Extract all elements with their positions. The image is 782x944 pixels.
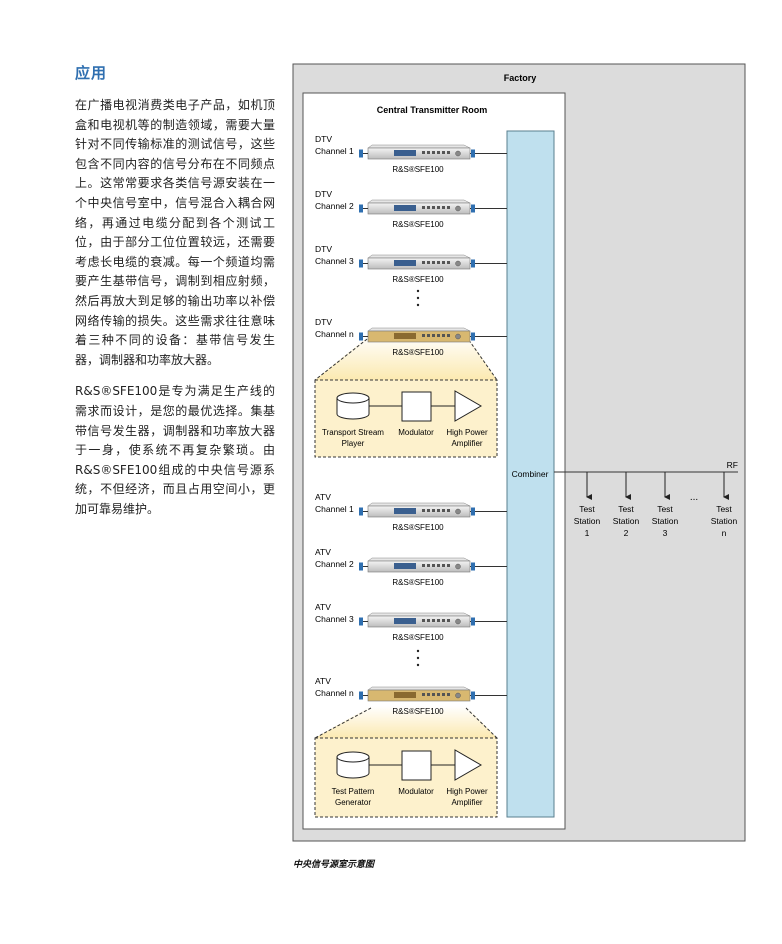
- svg-text:R&S®SFE100: R&S®SFE100: [392, 220, 444, 229]
- dtv-chain: Transport Stream Player Modulator High P…: [322, 390, 488, 448]
- svg-text:R&S®SFE100: R&S®SFE100: [392, 633, 444, 642]
- atv-channel-3: ATV Channel 3 R&S®SFE100: [315, 602, 507, 642]
- svg-text:DTV: DTV: [315, 189, 332, 199]
- svg-text:R&S®SFE100: R&S®SFE100: [392, 165, 444, 174]
- svg-text:3: 3: [663, 528, 668, 538]
- factory-label: Factory: [504, 73, 537, 83]
- svg-text:Test: Test: [716, 504, 732, 514]
- svg-text:DTV: DTV: [315, 134, 332, 144]
- svg-text:Amplifier: Amplifier: [451, 439, 482, 448]
- svg-text:1: 1: [585, 528, 590, 538]
- sfe100-device-icon: [359, 254, 507, 270]
- svg-text:Channel 1: Channel 1: [315, 504, 354, 514]
- atv-vertical-ellipsis: [416, 649, 420, 667]
- sfe100-device-icon: [359, 502, 507, 518]
- svg-text:Channel 3: Channel 3: [315, 256, 354, 266]
- sfe100-device-icon: [359, 144, 507, 160]
- atv-channel-n: ATV Channel n R&S®SFE100: [315, 676, 507, 716]
- rf-label: RF: [727, 460, 738, 470]
- combiner-label: Combiner: [512, 469, 549, 479]
- svg-text:Generator: Generator: [335, 798, 371, 807]
- svg-text:Test: Test: [579, 504, 595, 514]
- paragraph-product: R&S®SFE100是专为满足生产线的需求而设计，是您的最优选择。集基带信号发生…: [75, 384, 275, 516]
- svg-text:Modulator: Modulator: [398, 787, 434, 796]
- atv-channel-2: ATV Channel 2 R&S®SFE100: [315, 547, 507, 587]
- svg-text:Test: Test: [618, 504, 634, 514]
- svg-text:High Power: High Power: [446, 428, 488, 437]
- dtv-channel-1: DTV Channel 1 R&S®SFE100: [315, 134, 507, 174]
- svg-text:ATV: ATV: [315, 547, 331, 557]
- svg-text:ATV: ATV: [315, 676, 331, 686]
- svg-text:R&S®SFE100: R&S®SFE100: [392, 348, 444, 357]
- atv-channel-1: ATV Channel 1 R&S®SFE100: [315, 492, 507, 532]
- atv-channels: ATV Channel 1 R&S®SFE100 ATV Channel 2 R…: [315, 492, 507, 716]
- svg-text:Channel n: Channel n: [315, 329, 354, 339]
- svg-text:R&S®SFE100: R&S®SFE100: [392, 275, 444, 284]
- svg-text:Station: Station: [613, 516, 640, 526]
- svg-text:DTV: DTV: [315, 317, 332, 327]
- stations-ellipsis: ...: [690, 492, 698, 503]
- svg-text:Channel 3: Channel 3: [315, 614, 354, 624]
- figure-caption: 中央信号源室示意图: [293, 860, 375, 870]
- svg-text:R&S®SFE100: R&S®SFE100: [392, 523, 444, 532]
- svg-text:DTV: DTV: [315, 244, 332, 254]
- test-station-2: Test Station 2: [613, 472, 640, 538]
- sfe100-device-icon: [359, 199, 507, 215]
- dtv-channel-3: DTV Channel 3 R&S®SFE100: [315, 244, 507, 284]
- svg-text:Modulator: Modulator: [398, 428, 434, 437]
- dtv-channel-n: DTV Channel n R&S®SFE100: [315, 317, 507, 357]
- test-station-n: Test Station n: [711, 472, 738, 538]
- sfe100-device-icon: [359, 327, 507, 343]
- transport-stream-player: [336, 392, 370, 420]
- atv-chain: Test Pattern Generator Modulator High Po…: [332, 749, 488, 807]
- svg-text:Station: Station: [711, 516, 738, 526]
- svg-text:2: 2: [624, 528, 629, 538]
- svg-text:ATV: ATV: [315, 492, 331, 502]
- dtv-channels: DTV Channel 1 R&S®SFE100 DTV Channel 2 R…: [315, 134, 507, 357]
- svg-text:Station: Station: [652, 516, 679, 526]
- sfe100-device-icon: [359, 557, 507, 573]
- svg-text:Test: Test: [657, 504, 673, 514]
- svg-text:Test Pattern: Test Pattern: [332, 787, 375, 796]
- sfe100-device-icon: [359, 686, 507, 702]
- svg-text:Channel 1: Channel 1: [315, 146, 354, 156]
- modulator-block: [401, 750, 432, 781]
- room-label: Central Transmitter Room: [377, 105, 488, 115]
- dtv-vertical-ellipsis: [416, 289, 420, 307]
- svg-text:High Power: High Power: [446, 787, 488, 796]
- svg-text:R&S®SFE100: R&S®SFE100: [392, 578, 444, 587]
- svg-text:Player: Player: [342, 439, 365, 448]
- combiner: [506, 130, 555, 818]
- section-title: 应用: [75, 64, 108, 82]
- svg-text:ATV: ATV: [315, 602, 331, 612]
- svg-text:Amplifier: Amplifier: [451, 798, 482, 807]
- svg-text:R&S®SFE100: R&S®SFE100: [392, 707, 444, 716]
- svg-text:Channel n: Channel n: [315, 688, 354, 698]
- svg-text:Channel 2: Channel 2: [315, 201, 354, 211]
- test-stations: Test Station 1 Test Station 2 Test Stati…: [574, 472, 738, 538]
- text-column: 应用 在广播电视消费类电子产品，如机顶盒和电视机等的制造领域，需要大量针对不同传…: [75, 62, 275, 531]
- svg-text:n: n: [722, 528, 727, 538]
- dtv-channel-2: DTV Channel 2 R&S®SFE100: [315, 189, 507, 229]
- test-station-3: Test Station 3: [652, 472, 679, 538]
- paragraph-intro: 在广播电视消费类电子产品，如机顶盒和电视机等的制造领域，需要大量针对不同传输标准…: [75, 98, 275, 367]
- test-station-1: Test Station 1: [574, 472, 601, 538]
- sfe100-device-icon: [359, 612, 507, 628]
- amplifier-block: [454, 749, 483, 781]
- svg-text:Transport Stream: Transport Stream: [322, 428, 384, 437]
- amplifier-block: [454, 390, 483, 422]
- svg-text:Station: Station: [574, 516, 601, 526]
- test-pattern-generator: [336, 751, 370, 779]
- svg-text:Channel 2: Channel 2: [315, 559, 354, 569]
- modulator-block: [401, 391, 432, 422]
